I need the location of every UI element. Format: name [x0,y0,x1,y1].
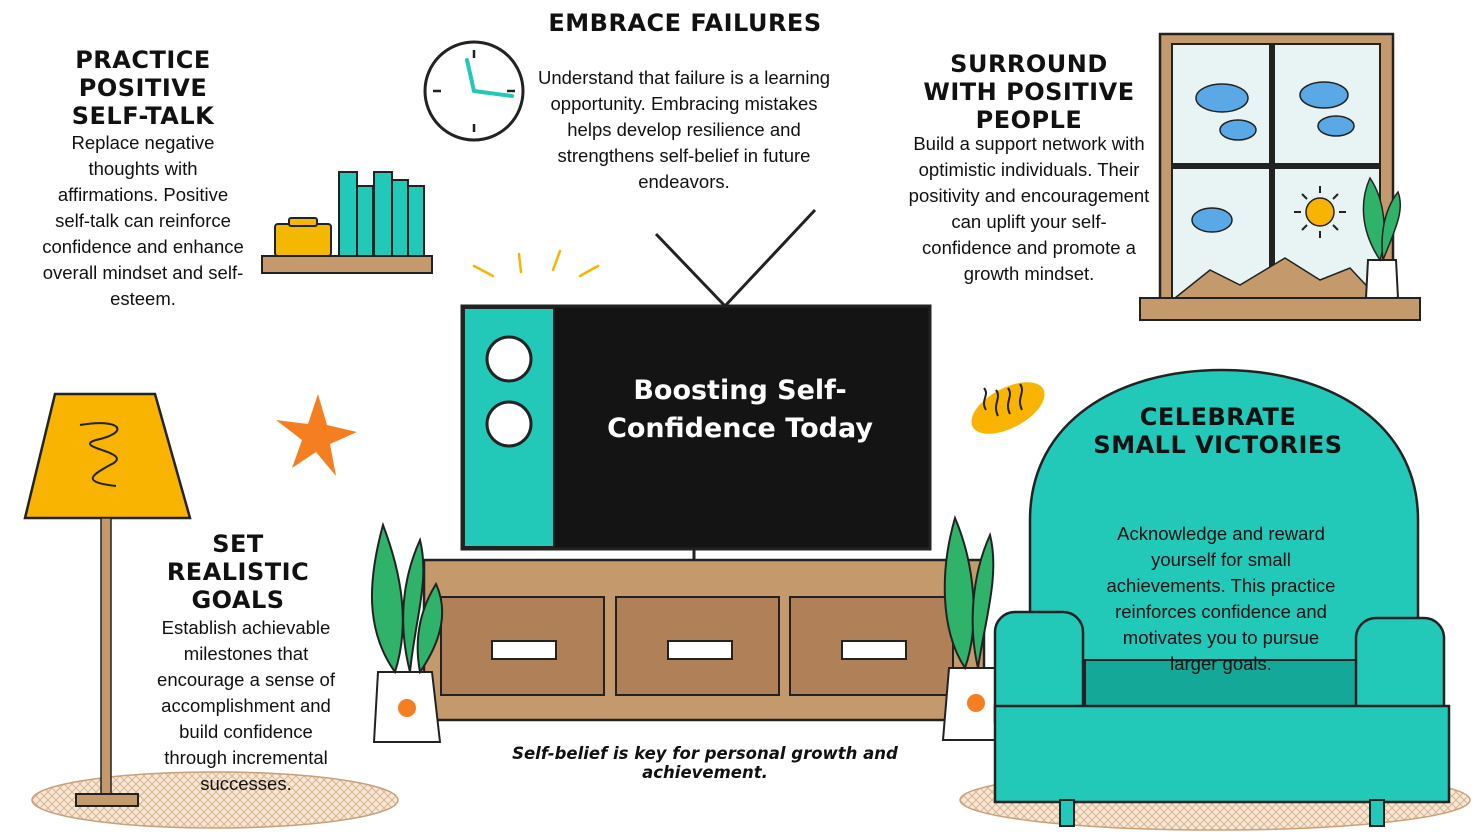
heading-people: SURROUND WITH POSITIVE PEOPLE [923,50,1135,134]
text-people: Build a support network with optimistic … [908,133,1150,284]
books-icon [261,171,433,274]
plant-icon [1362,176,1402,299]
heading-goals: SET REALISTIC GOALS [166,530,310,614]
heading-victories: CELEBRATE SMALL VICTORIES [1093,403,1343,459]
heading-failures: EMBRACE FAILURES [548,9,822,37]
window-illustration [1139,32,1421,321]
text-failures: Understand that failure is a learning op… [537,67,831,192]
tv-illustration [460,304,932,560]
tv-cabinet [422,558,986,722]
armchair-illustration [993,368,1451,827]
rug-left [31,771,399,829]
bread-icon [971,382,1045,434]
plant-left-icon [370,521,443,743]
main-title: Boosting Self-Confidence Today [607,375,873,444]
lamp-illustration [23,392,192,807]
spark-lines [472,249,600,278]
tv-antenna [654,208,817,308]
sparkle-icon [276,394,357,476]
sun-icon [1294,186,1346,238]
tagline: Self-belief is key for personal growth a… [512,744,898,782]
heading-self-talk: PRACTICE POSITIVE SELF-TALK [71,46,215,130]
text-victories: Acknowledge and reward yourself for smal… [1106,523,1336,674]
text-self-talk: Replace negative thoughts with affirmati… [42,132,244,309]
clock-icon [423,40,525,142]
text-goals: Establish achievable milestones that enc… [157,617,335,794]
cloud-icon [1191,81,1355,233]
